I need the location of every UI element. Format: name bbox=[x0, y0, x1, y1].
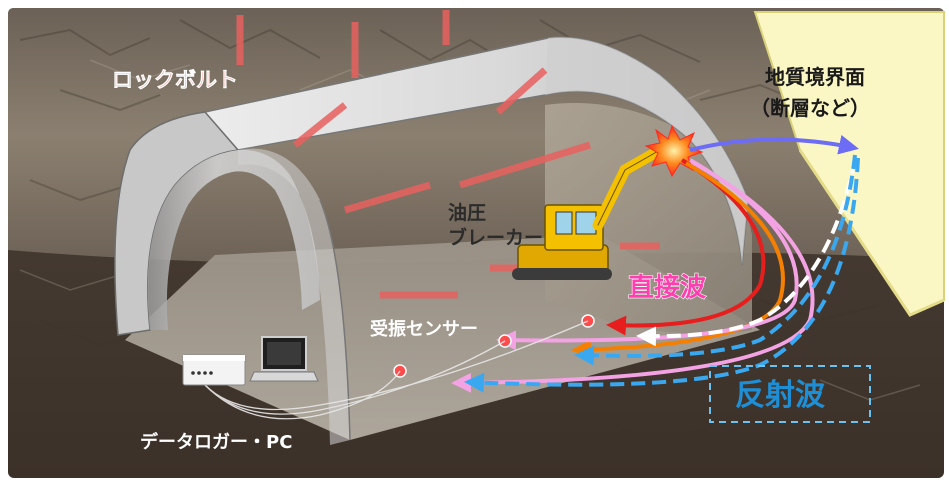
geological-boundary-plane bbox=[753, 11, 945, 317]
data-logger-icon bbox=[182, 354, 246, 386]
data-logger-pc bbox=[182, 336, 319, 386]
sensor-cables bbox=[204, 320, 589, 420]
data-logger-pc-label: データロガー・PC bbox=[140, 431, 292, 453]
reflected-wave-label: 反射波 bbox=[735, 378, 826, 413]
rock-bolt bbox=[292, 102, 348, 148]
rock-bolt bbox=[458, 141, 592, 189]
rock-bolt bbox=[495, 67, 548, 115]
rock-bolt-label: ロックボルト bbox=[112, 68, 238, 92]
direct-wave-label: 直接波 bbox=[628, 273, 707, 303]
hydraulic-label: 油圧 bbox=[448, 202, 486, 224]
rock-bolt bbox=[344, 181, 431, 214]
laptop-icon bbox=[249, 336, 319, 382]
incident-wave-arrow bbox=[689, 134, 859, 155]
labels: ロックボルト 地質境界面 （断層など） 油圧 ブレーカー 直接波 反射波 受振セ… bbox=[112, 65, 870, 453]
rock-bolts bbox=[236, 10, 660, 299]
vibration-sensor-label: 受振センサー bbox=[370, 318, 478, 340]
tunnel-lining bbox=[114, 36, 749, 446]
reflected-wave-arrow-white bbox=[636, 159, 857, 347]
geological-boundary-sub-label: （断層など） bbox=[750, 96, 870, 120]
direct-wave-arrow-red bbox=[606, 158, 766, 336]
breaker-label: ブレーカー bbox=[448, 226, 543, 249]
direct-wave-arrow-orange bbox=[571, 161, 785, 360]
reflected-wave-arrow-blue-upper bbox=[574, 154, 857, 366]
geological-boundary-label: 地質境界面 bbox=[765, 65, 865, 89]
